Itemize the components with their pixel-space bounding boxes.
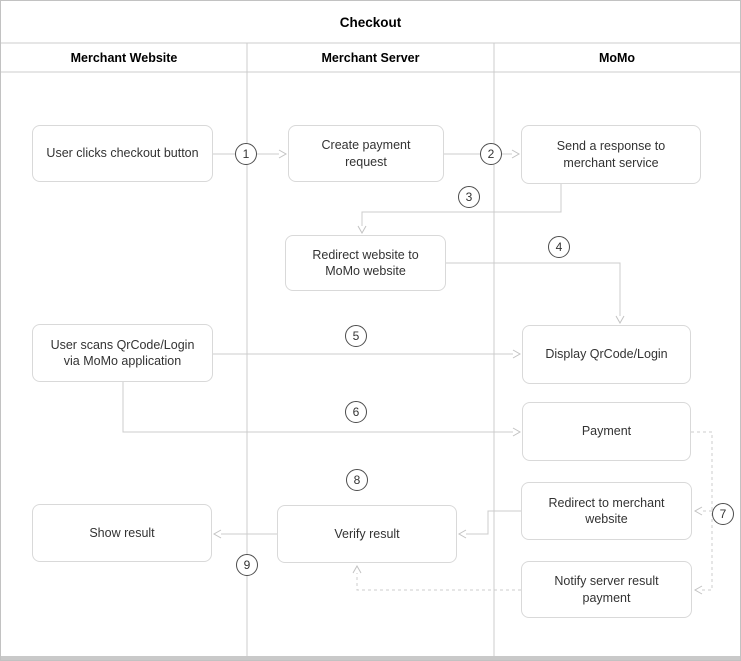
lane-label: Merchant Website [70, 50, 178, 65]
node-show-result: Show result [32, 504, 212, 562]
step-badge-2: 2 [480, 143, 502, 165]
lane-header-merchant-server: Merchant Server [247, 43, 494, 72]
node-label: Create payment request [321, 138, 411, 169]
lane-label: MoMo [598, 50, 636, 65]
lane-label: Merchant Server [321, 50, 420, 65]
edge-5 [213, 349, 522, 359]
node-label: Display QrCode/Login [545, 347, 668, 362]
node-send-response: Send a response to merchant service [521, 125, 701, 184]
node-label: Show result [89, 525, 155, 540]
step-badge-3: 3 [458, 186, 480, 208]
step-badge-1: 1 [235, 143, 257, 165]
node-label: Notify server result payment [554, 574, 659, 605]
node-verify-result: Verify result [277, 505, 457, 563]
step-badge-6: 6 [345, 401, 367, 423]
diagram-title-row: Checkout [1, 1, 740, 43]
edge-9 [212, 529, 277, 539]
edge-4 [446, 262, 625, 325]
step-badge-9: 9 [236, 554, 258, 576]
edge-3 [357, 184, 562, 235]
node-notify-server: Notify server result payment [521, 561, 692, 618]
lane-header-merchant-website: Merchant Website [1, 43, 247, 72]
edge-6 [122, 382, 522, 437]
step-badge-5: 5 [345, 325, 367, 347]
step-badge-7: 7 [712, 503, 734, 525]
edge-notify-verify [352, 564, 521, 591]
edge-8 [457, 510, 521, 539]
node-label: Send a response to merchant service [556, 139, 666, 170]
node-label: Redirect website to MoMo website [312, 247, 419, 278]
node-create-payment-request: Create payment request [288, 125, 444, 182]
node-label: User clicks checkout button [46, 146, 199, 161]
node-label: User scans QrCode/Login via MoMo applica… [50, 337, 195, 368]
node-user-clicks-checkout: User clicks checkout button [32, 125, 213, 182]
node-label: Redirect to merchant website [548, 495, 665, 526]
node-redirect-website: Redirect website to MoMo website [285, 235, 446, 291]
node-label: Payment [581, 424, 632, 439]
step-badge-8: 8 [346, 469, 368, 491]
diagram-title: Checkout [339, 14, 402, 30]
node-display-qrcode: Display QrCode/Login [522, 325, 691, 384]
node-user-scans-qrcode: User scans QrCode/Login via MoMo applica… [32, 324, 213, 382]
lane-header-momo: MoMo [494, 43, 740, 72]
edge-7 [691, 431, 713, 595]
node-redirect-merchant: Redirect to merchant website [521, 482, 692, 540]
step-badge-4: 4 [548, 236, 570, 258]
node-label: Verify result [334, 526, 400, 541]
bottom-edge [1, 656, 740, 660]
node-payment: Payment [522, 402, 691, 461]
